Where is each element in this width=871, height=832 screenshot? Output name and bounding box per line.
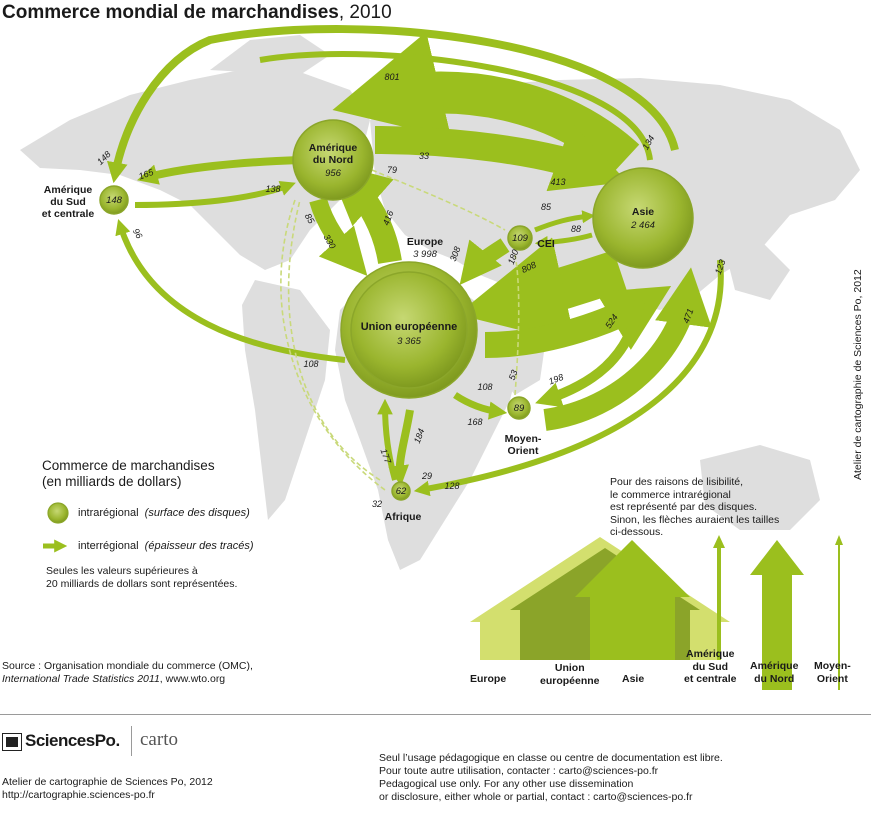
disc-amerique-nord bbox=[292, 119, 374, 201]
side-credit: Atelier de cartographie de Sciences Po, … bbox=[852, 269, 864, 480]
flow-value: 88 bbox=[571, 224, 581, 234]
label-cei: CEI bbox=[537, 238, 555, 250]
flow-value: 168 bbox=[467, 417, 482, 427]
flow-value: 85 bbox=[541, 202, 552, 212]
bar-asie bbox=[575, 540, 690, 690]
flow-mo-asie bbox=[543, 267, 712, 431]
value-europe: 3 998 bbox=[413, 249, 437, 260]
flow-arrows bbox=[107, 25, 724, 497]
flow-amnord-afrique bbox=[280, 199, 386, 491]
flow-value: 79 bbox=[387, 165, 397, 175]
source: Source : Organisation mondiale du commer… bbox=[2, 660, 253, 685]
flow-value: 128 bbox=[444, 481, 459, 491]
flow-value: 184 bbox=[412, 427, 427, 445]
logo-separator bbox=[131, 726, 132, 756]
flow-value: 108 bbox=[303, 359, 318, 369]
flow-value: 33 bbox=[419, 151, 429, 161]
legend-note: Seules les valeurs supérieures à 20 mill… bbox=[46, 565, 238, 590]
flow-amsud-amnord bbox=[134, 180, 296, 208]
footer-credit: Atelier de cartographie de Sciences Po, … bbox=[2, 776, 213, 801]
flow-mo-cei bbox=[514, 254, 520, 396]
flow-amnord-asie bbox=[374, 122, 628, 192]
sciencespo-logo: SciencesPo. bbox=[25, 731, 120, 750]
flow-value: 32 bbox=[372, 499, 382, 509]
flow-asie-cei bbox=[534, 232, 593, 249]
disc-union-europeenne-inner bbox=[350, 271, 468, 389]
flow-afrique-ue bbox=[377, 398, 398, 481]
label-afrique: Afrique bbox=[385, 511, 422, 523]
footer-usage: Seul l’usage pédagogique en classe ou ce… bbox=[379, 752, 723, 803]
flow-value: 138 bbox=[265, 184, 280, 194]
value-cei: 109 bbox=[512, 233, 529, 244]
flow-value: 96 bbox=[131, 227, 145, 241]
flow-value: 108 bbox=[477, 382, 492, 392]
flow-amnord-ue bbox=[309, 197, 368, 277]
flow-value: 123 bbox=[713, 258, 728, 276]
flow-amnord-amsud bbox=[136, 156, 301, 185]
flow-value: 29 bbox=[421, 471, 432, 481]
bar-label-asie: Asie bbox=[622, 673, 645, 685]
flow-amnord-cei bbox=[371, 169, 506, 231]
flow-value: 198 bbox=[547, 372, 565, 387]
bar-mo bbox=[835, 535, 843, 690]
bar-label-amnord: Amérique du Nord bbox=[750, 660, 799, 685]
flow-value: 180 bbox=[506, 248, 521, 266]
flow-asie-afrique bbox=[413, 259, 724, 497]
flow-cei-asie bbox=[534, 210, 596, 233]
flow-ue-afrique bbox=[388, 409, 414, 487]
legend-inter: interrégional (épaisseur des tracés) bbox=[78, 540, 254, 552]
carto-logo: carto bbox=[140, 729, 178, 750]
flow-cei-ue bbox=[459, 238, 510, 285]
footer-divider bbox=[0, 714, 871, 715]
bar-label-mo: Moyen- Orient bbox=[814, 660, 851, 685]
flow-amsud-asie-top bbox=[259, 51, 653, 161]
legend-intra-disc bbox=[47, 502, 69, 524]
flow-value: 413 bbox=[550, 177, 565, 187]
flow-asie-mo bbox=[535, 299, 645, 408]
sciencespo-emblem-icon bbox=[2, 733, 22, 751]
flow-value: 471 bbox=[681, 307, 696, 325]
disc-asie bbox=[592, 167, 694, 269]
flow-ue-amsud bbox=[115, 219, 346, 363]
legend-heading: Commerce de marchandises (en milliards d… bbox=[42, 458, 215, 489]
flow-value: 308 bbox=[448, 245, 463, 263]
flow-value: 801 bbox=[384, 72, 399, 82]
value-moyen-orient: 89 bbox=[514, 403, 525, 414]
flow-afrique-amnord bbox=[287, 199, 381, 481]
flow-asie-ue bbox=[457, 237, 627, 345]
bar-label-ue: Union européenne bbox=[540, 662, 600, 687]
value-amerique-sud: 148 bbox=[106, 195, 123, 206]
flow-asie-amsud-top bbox=[107, 25, 679, 184]
label-ue: Union européenne bbox=[361, 321, 458, 333]
explain-text: Pour des raisons de lisibilité, le comme… bbox=[610, 476, 780, 538]
value-afrique: 62 bbox=[396, 486, 407, 497]
explain-bars bbox=[470, 535, 843, 690]
disc-moyen-orient bbox=[507, 396, 531, 420]
value-amerique-nord: 956 bbox=[325, 168, 342, 179]
map-title: Commerce mondial de marchandises, 2010 bbox=[2, 2, 392, 23]
legend-intra: intrarégional (surface des disques) bbox=[78, 507, 250, 519]
bar-label-europe: Europe bbox=[470, 673, 507, 685]
flow-ue-mo bbox=[453, 392, 508, 420]
disc-amerique-sud bbox=[99, 185, 129, 215]
bar-label-amsud: Amérique du Sud et centrale bbox=[684, 648, 737, 685]
value-ue: 3 365 bbox=[397, 336, 421, 347]
label-moyen-orient: Moyen-Orient bbox=[505, 433, 542, 457]
bar-amsud bbox=[713, 535, 725, 690]
disc-afrique bbox=[391, 481, 411, 501]
label-asie: Asie bbox=[632, 206, 654, 218]
label-europe: Europe bbox=[407, 236, 443, 248]
flow-value: 53 bbox=[507, 369, 520, 382]
flow-value: 416 bbox=[381, 209, 396, 227]
disc-cei bbox=[507, 225, 533, 251]
value-asie: 2 464 bbox=[630, 220, 655, 231]
region-discs bbox=[99, 119, 694, 501]
bar-amnord bbox=[750, 540, 804, 690]
